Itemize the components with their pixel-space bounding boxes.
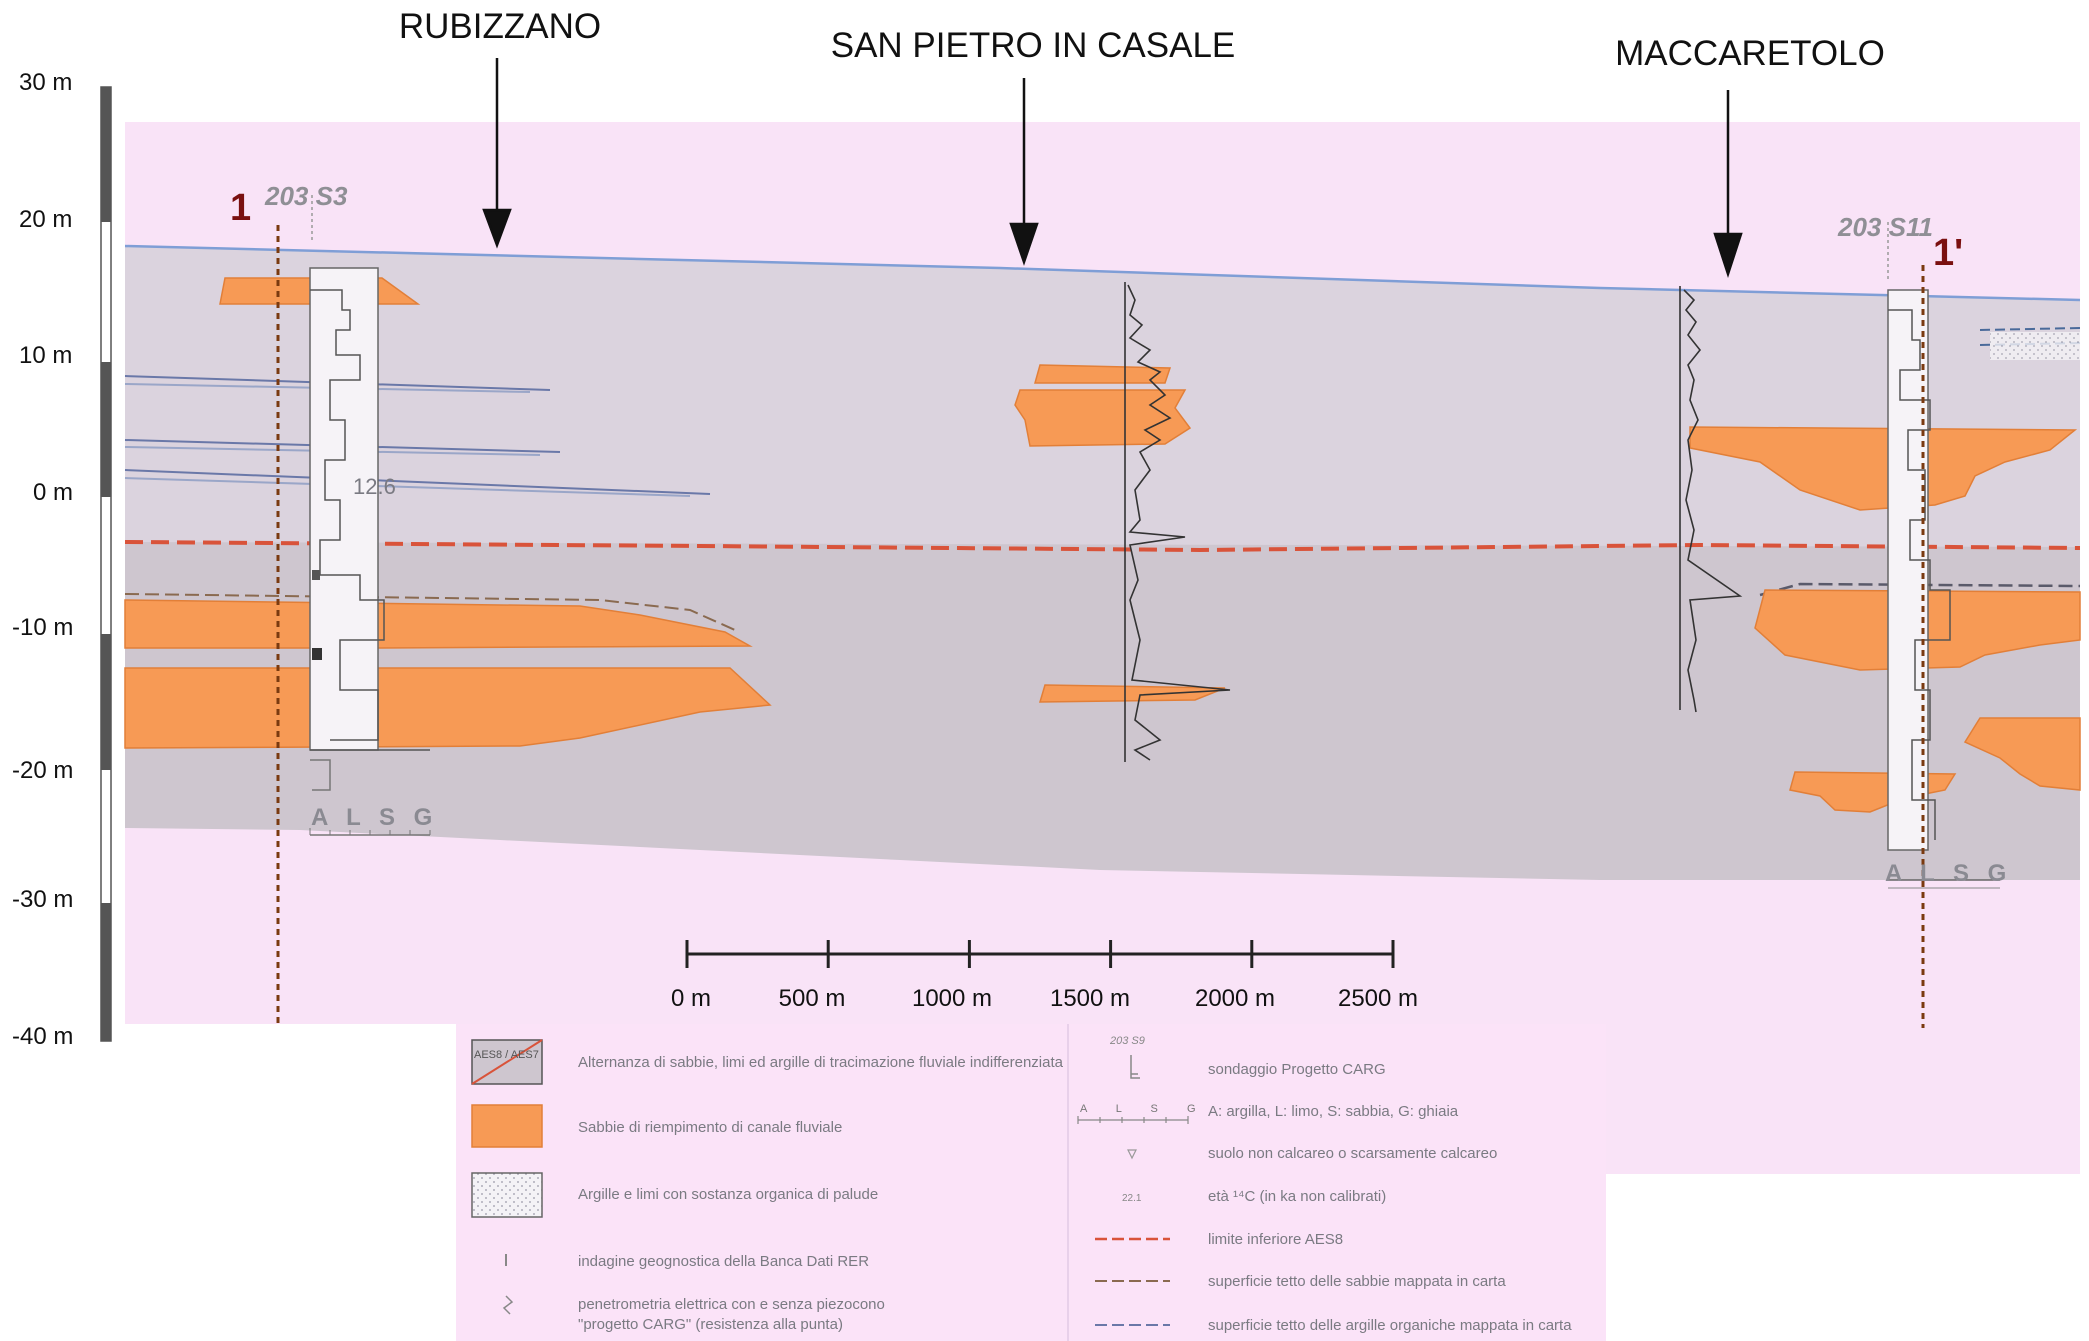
sand-body-maccaretolo-lower-right xyxy=(1963,717,2081,791)
town-label-maccaretolo: MACCARETOLO xyxy=(1615,34,1885,73)
legend-item-units: Alternanza di sabbie, limi ed argille di… xyxy=(578,1054,1064,1071)
depth-label-30: 30 m xyxy=(19,69,72,96)
borehole-label-left: 203 S3 xyxy=(264,181,348,211)
distance-label-0: 0 m xyxy=(671,985,711,1012)
texture-scale-symbol xyxy=(1077,1116,1189,1124)
cpt-log-san-pietro xyxy=(1124,282,1231,762)
town-label-san-pietro-in-casale: SAN PIETRO IN CASALE xyxy=(831,26,1236,65)
section-marker-end: 1' xyxy=(1933,232,1963,274)
borehole-label-right: 203 S11 xyxy=(1837,212,1933,242)
distance-label-2000: 2000 m xyxy=(1195,985,1275,1012)
legend-item-cpt-line2: "progetto CARG" (resistenza alla punta) xyxy=(578,1316,843,1333)
depth-label-minus-10: -10 m xyxy=(12,614,73,641)
legend-c14-key: 22.1 xyxy=(1122,1193,1142,1204)
legend-texture-key: A L S G xyxy=(1080,1103,1209,1115)
depth-label-minus-40: -40 m xyxy=(12,1023,73,1050)
distance-label-2500: 2500 m xyxy=(1338,985,1418,1012)
distance-scale-ticks xyxy=(685,940,1395,968)
legend-units-key: AES8 / AES7 xyxy=(474,1049,539,1061)
cpt-symbol xyxy=(502,1295,514,1315)
sand-symbol xyxy=(471,1104,543,1148)
distance-label-1500: 1500 m xyxy=(1050,985,1130,1012)
borehole-log-203-s3 xyxy=(309,195,431,836)
depth-label-20: 20 m xyxy=(19,206,72,233)
cpt-log-maccaretolo xyxy=(1679,286,1743,713)
section-right-extension xyxy=(1605,1024,2080,1174)
distance-label-1000: 1000 m xyxy=(912,985,992,1012)
legend-panel xyxy=(456,1024,1606,1341)
borehole-value: 12.6 xyxy=(353,474,396,499)
legend-item-sand-top: superficie tetto delle sabbie mappata in… xyxy=(1208,1273,1506,1290)
aes8-lower-limit-line xyxy=(124,540,2081,553)
ground-surface-line xyxy=(124,244,2081,302)
sand-bodies xyxy=(124,277,2081,813)
depth-label-10: 10 m xyxy=(19,342,72,369)
legend-item-texture: A: argilla, L: limo, S: sabbia, G: ghiai… xyxy=(1208,1103,1459,1120)
distance-label-500: 500 m xyxy=(779,985,846,1012)
legend-item-c14: età ¹⁴C (in ka non calibrati) xyxy=(1208,1188,1386,1205)
texture-classes-right: A L S G xyxy=(1885,860,2012,887)
legend-item-swamp: Argille e limi con sostanza organica di … xyxy=(578,1186,878,1203)
legend-item-red-limit: limite inferiore AES8 xyxy=(1208,1231,1343,1248)
sand-top-line-left xyxy=(124,593,736,631)
section-marker-start: 1 xyxy=(230,187,251,229)
sand-body-sanpietro-a xyxy=(1034,364,1172,384)
legend-item-carg-borehole: sondaggio Progetto CARG xyxy=(1208,1061,1386,1078)
soil-symbol xyxy=(1127,1149,1137,1160)
borehole-log-203-s11 xyxy=(1887,222,2000,889)
depth-label-0: 0 m xyxy=(33,479,73,506)
sand-body-maccaretolo-upper xyxy=(1689,426,2078,511)
texture-classes-left: A L S G xyxy=(311,804,438,831)
town-label-rubizzano: RUBIZZANO xyxy=(399,7,601,46)
legend-item-rer: indagine geognostica della Banca Dati RE… xyxy=(578,1253,869,1270)
legend-item-sand: Sabbie di riempimento di canale fluviale xyxy=(578,1119,842,1136)
town-arrows xyxy=(482,58,1743,279)
legend-item-cpt: penetrometria elettrica con e senza piez… xyxy=(578,1296,885,1313)
legend-carg-key: 203 S9 xyxy=(1109,1035,1145,1047)
depth-label-minus-20: -20 m xyxy=(12,757,73,784)
units-symbol xyxy=(471,1039,543,1085)
legend-item-soil: suolo non calcareo o scarsamente calcare… xyxy=(1208,1145,1497,1162)
sand-body-sanpietro-b xyxy=(1014,389,1192,447)
carg-borehole-symbol xyxy=(1130,1055,1140,1079)
swamp-lens-right xyxy=(1990,332,2080,360)
sand-body-sanpietro-c xyxy=(1038,684,1226,703)
legend-item-clay-top: superficie tetto delle argille organiche… xyxy=(1208,1317,1572,1334)
depth-label-minus-30: -30 m xyxy=(12,886,73,913)
depth-scale-bar xyxy=(100,86,112,1042)
sand-body-rubizzano-upper xyxy=(124,599,753,649)
swamp-symbol xyxy=(471,1172,543,1218)
sand-body-rubizzano-lower xyxy=(124,667,772,749)
